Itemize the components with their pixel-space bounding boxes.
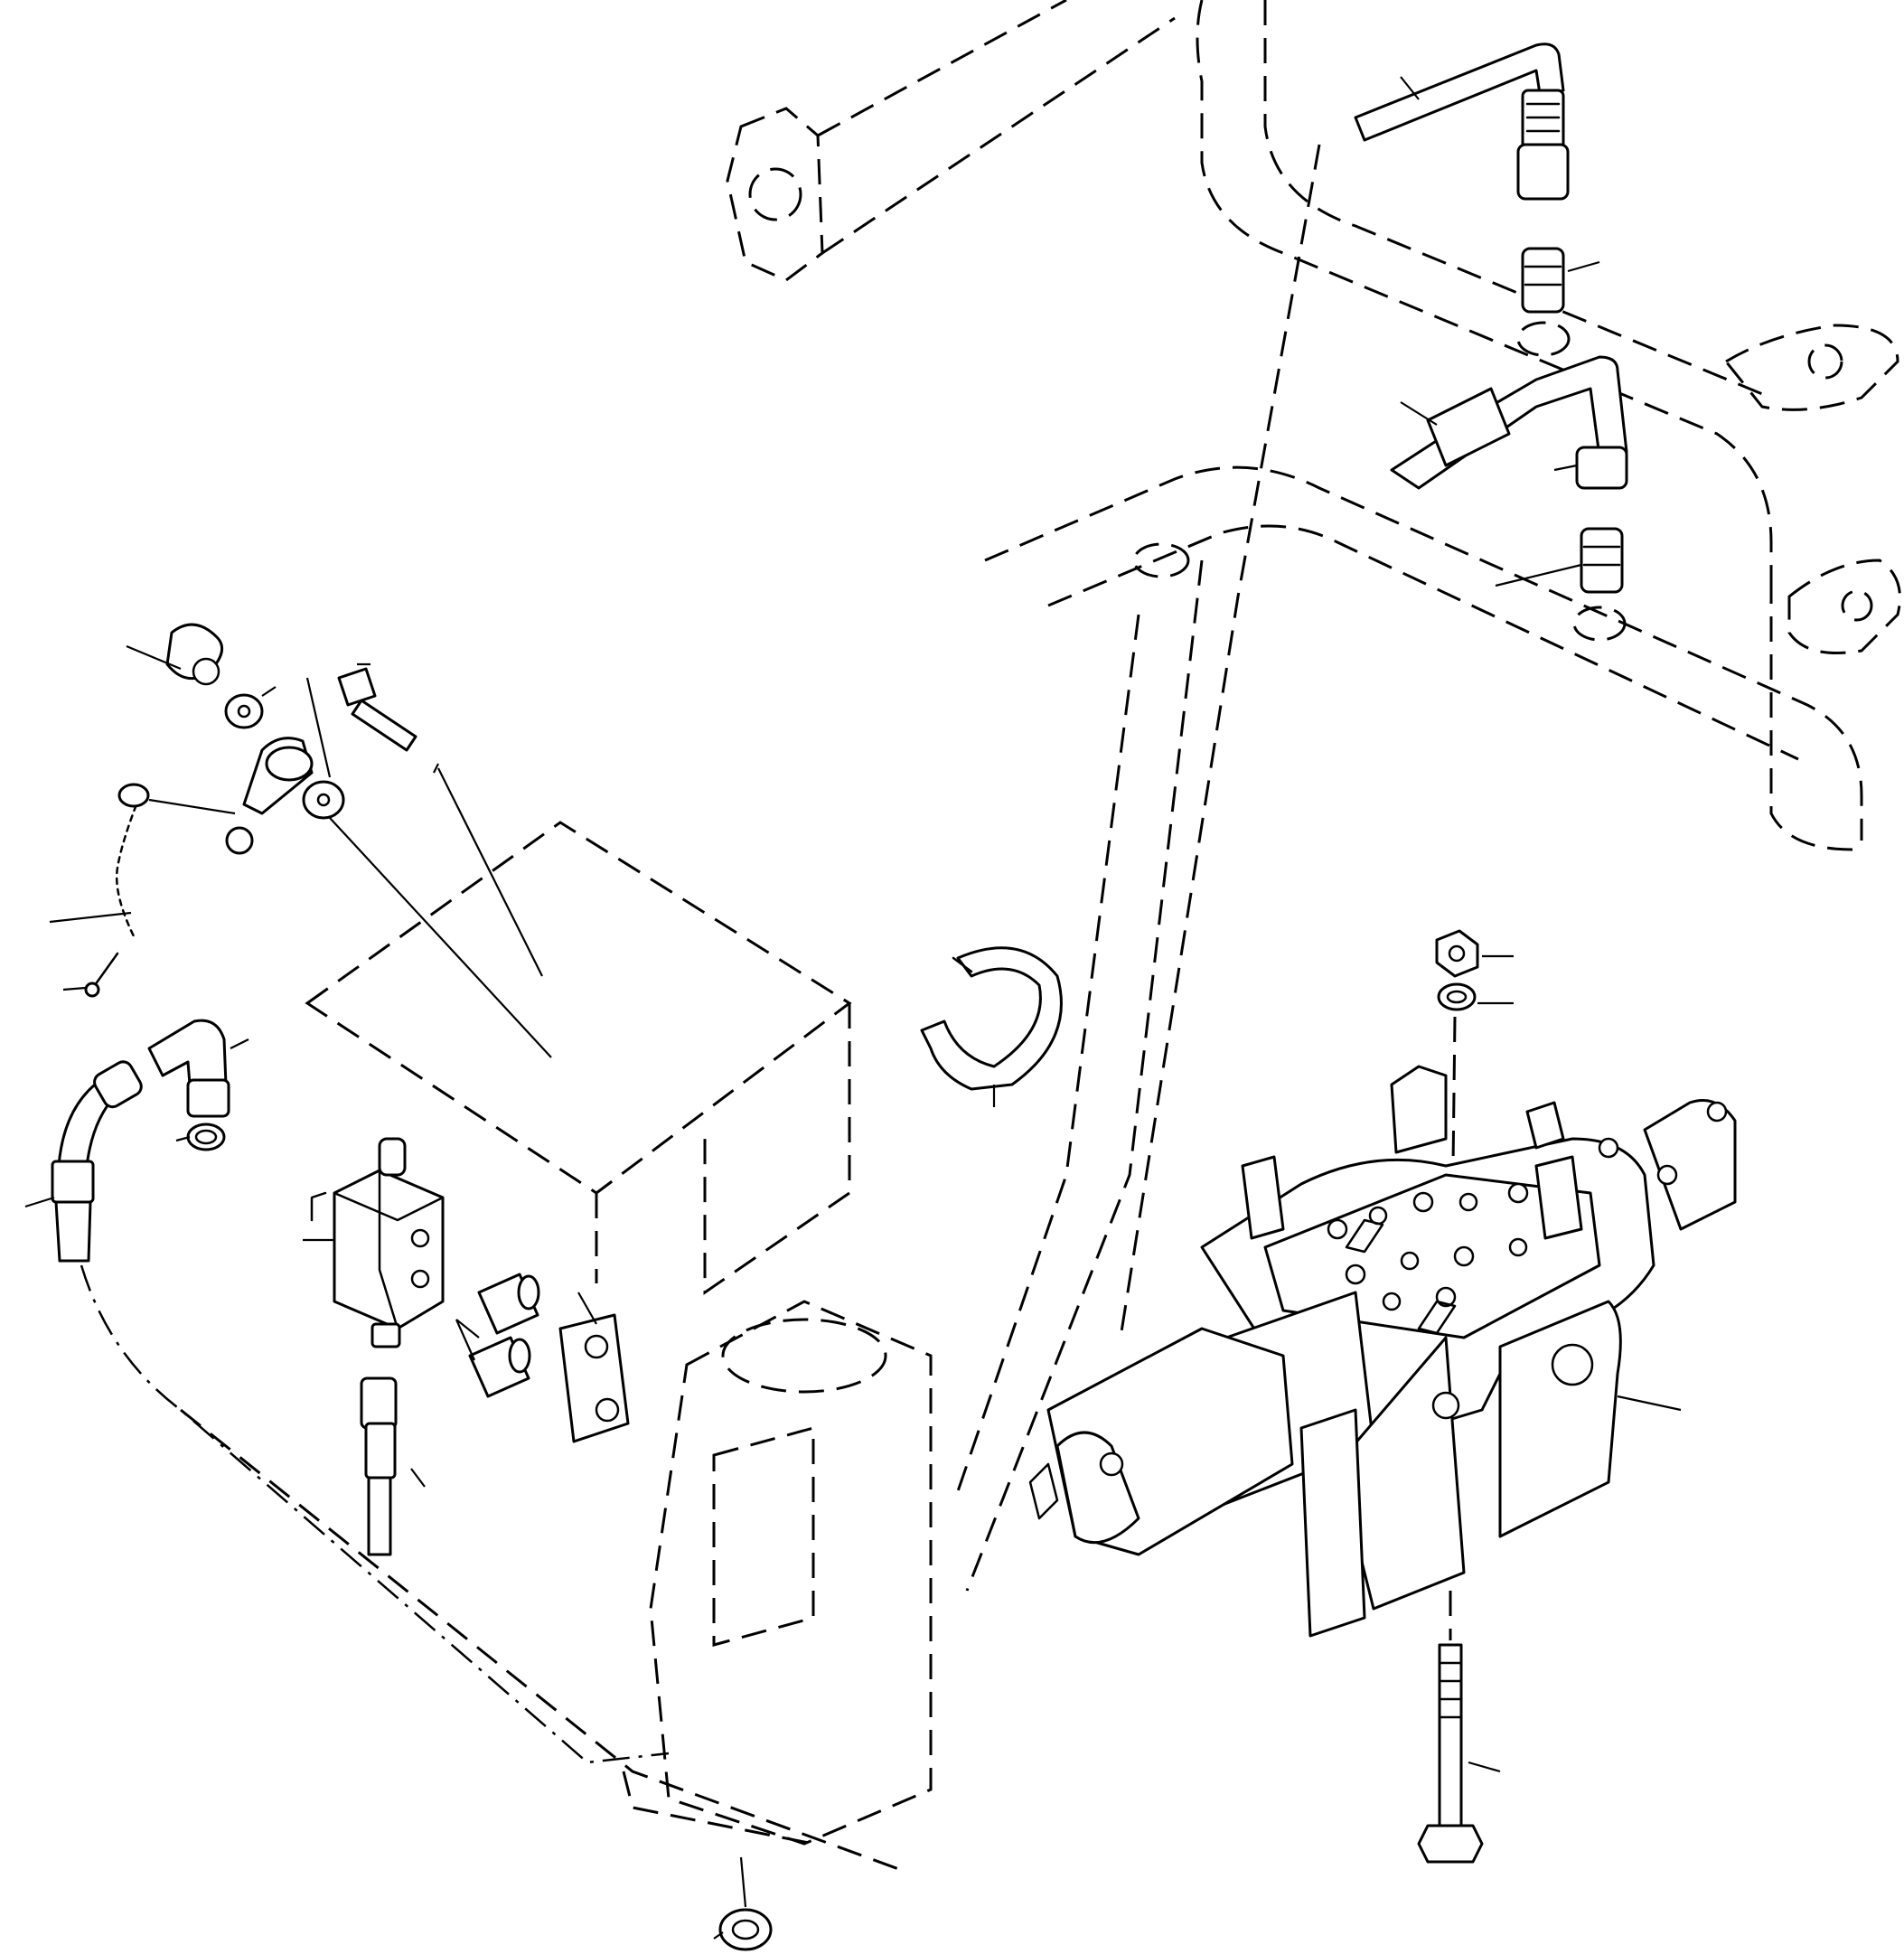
middle-tube-line <box>1390 355 1628 490</box>
chain-ring <box>117 783 236 815</box>
long-bolt <box>1417 1591 1501 1864</box>
plug <box>713 1856 773 1951</box>
washer-upper <box>224 686 277 729</box>
wing-nut <box>126 623 224 686</box>
nut <box>1435 929 1514 978</box>
elbow-fitting <box>147 1019 249 1118</box>
solenoid-valve <box>303 1137 445 1348</box>
clamp-strap <box>920 946 1063 1107</box>
chain <box>49 794 142 942</box>
bolt-small <box>337 662 543 977</box>
middle-nut-fitting <box>1553 446 1628 490</box>
mounting-plate <box>558 1292 630 1443</box>
lower-hose-fitting <box>360 1376 426 1556</box>
upper-adapter <box>1516 247 1600 357</box>
washer-lower <box>302 677 552 1058</box>
hose <box>24 1060 143 1263</box>
spacers <box>455 1273 540 1398</box>
pin <box>62 952 119 998</box>
control-valve <box>1028 1065 1737 1638</box>
phantom-frame <box>80 0 1901 1873</box>
upper-nut-fitting <box>1516 89 1570 201</box>
o-ring <box>175 1123 226 1151</box>
middle-adapter <box>1132 527 1627 642</box>
lever-arm <box>225 737 314 855</box>
